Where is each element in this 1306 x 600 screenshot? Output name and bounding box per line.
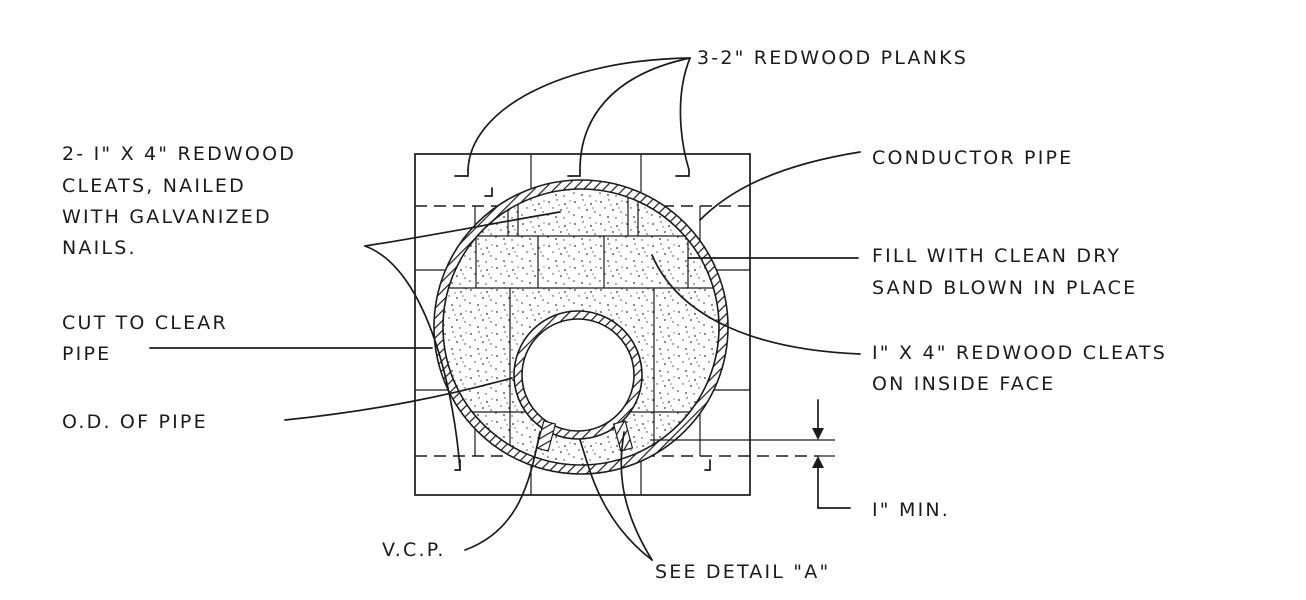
label-min-clearance: I" MIN. — [872, 499, 950, 521]
label-fill-line-1: FILL WITH CLEAN DRY — [872, 245, 1121, 267]
label-conductor-pipe: CONDUCTOR PIPE — [872, 147, 1073, 169]
label-cut-line-1: CUT TO CLEAR — [62, 312, 228, 334]
label-see-detail-a: SEE DETAIL "A" — [655, 561, 830, 583]
label-planks: 3-2" REDWOOD PLANKS — [697, 47, 968, 69]
leader-lines — [149, 57, 861, 561]
label-inside-cleats-line-2: ON INSIDE FACE — [872, 373, 1055, 395]
label-fill-line-2: SAND BLOWN IN PLACE — [872, 277, 1137, 299]
label-vcp: V.C.P. — [382, 539, 446, 561]
label-cleats-line-1: 2- I" X 4" REDWOOD — [62, 143, 296, 165]
label-inside-cleats-line-1: I" X 4" REDWOOD CLEATS — [872, 342, 1167, 364]
vcp-pipe — [513, 310, 643, 452]
label-cleats-line-3: WITH GALVANIZED — [62, 206, 272, 228]
annotation-labels: 3-2" REDWOOD PLANKS 2- I" X 4" REDWOOD C… — [62, 47, 1167, 583]
label-cleats-line-2: CLEATS, NAILED — [62, 175, 246, 197]
label-cut-line-2: PIPE — [62, 343, 111, 365]
label-cleats-line-4: NAILS. — [62, 237, 137, 259]
label-od-of-pipe: O.D. OF PIPE — [62, 411, 208, 433]
